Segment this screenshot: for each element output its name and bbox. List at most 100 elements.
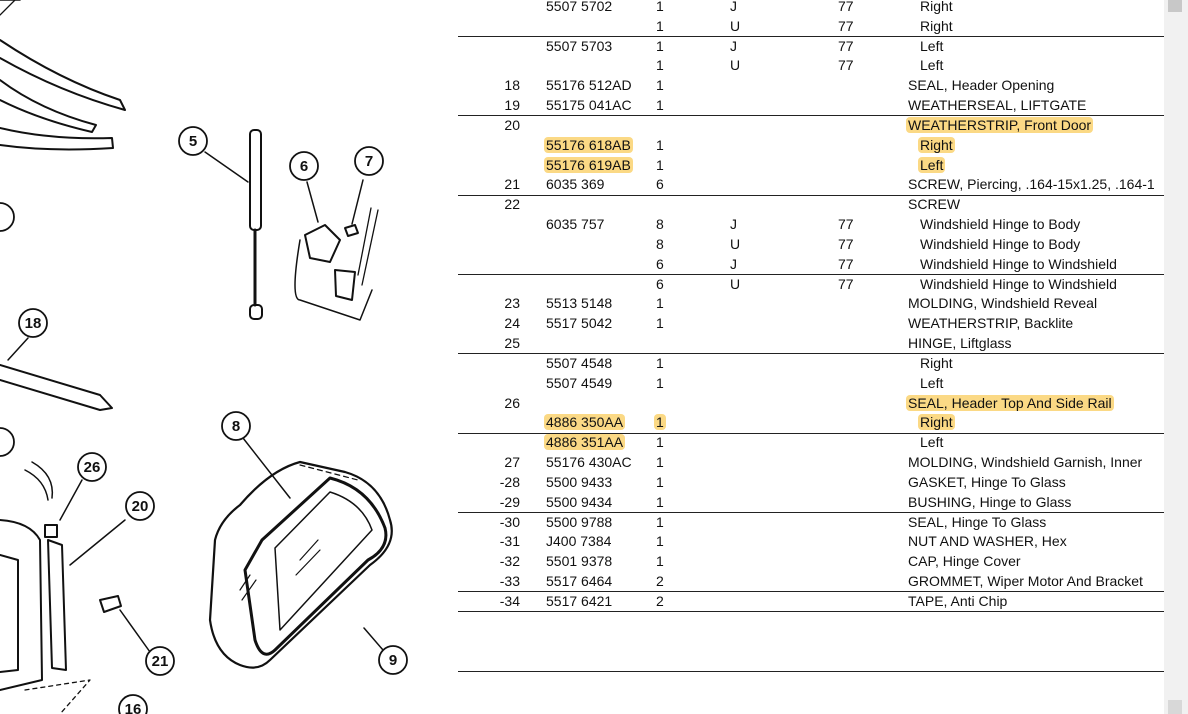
callout-5-label: 5: [189, 133, 197, 150]
callout-20: [125, 491, 155, 521]
part-number-text: 55176 512AD: [546, 77, 632, 94]
item-number-cell: [458, 413, 520, 433]
market-code-cell: U: [730, 235, 740, 255]
market-code-text: J: [730, 37, 737, 54]
quantity-text: 1: [656, 57, 664, 74]
quantity-text: 1: [656, 513, 664, 530]
part-number-text: 5500 9433: [546, 473, 613, 490]
item-number-cell: 24: [458, 314, 520, 334]
liftglass: [208, 437, 393, 669]
quantity-text: 1: [656, 0, 664, 14]
description-text: Windshield Hinge to Body: [920, 235, 1081, 252]
description-text: WEATHERSTRIP, Backlite: [908, 315, 1074, 332]
item-number-cell: [458, 56, 520, 76]
scrollbar-thumb[interactable]: [1168, 0, 1182, 12]
callout-7: [354, 146, 384, 176]
description-cell: SCREW: [908, 195, 960, 215]
item-number-text: 23: [504, 295, 520, 312]
callout-6: [289, 151, 319, 181]
quantity-cell: 6: [656, 275, 664, 295]
description-text: WEATHERSTRIP, Front Door: [906, 116, 1094, 133]
description-text: MOLDING, Windshield Reveal: [908, 295, 1098, 312]
item-number-cell: 22: [458, 195, 520, 215]
quantity-cell: 6: [656, 255, 664, 275]
model-year-cell: 77: [838, 215, 854, 235]
description-text: Right: [920, 354, 953, 371]
part-number-text: 5507 5703: [546, 37, 613, 54]
quantity-text: 2: [656, 592, 664, 609]
windshield-lower-strip: [0, 127, 114, 151]
description-text: GROMMET, Wiper Motor And Bracket: [908, 573, 1143, 590]
item-number-cell: [458, 235, 520, 255]
description-text: SCREW, Piercing, .164-15x1.25, .164-1: [908, 176, 1155, 193]
quantity-cell: 8: [656, 215, 664, 235]
callout-6-label: 6: [300, 158, 308, 175]
callout-26: [77, 452, 107, 482]
item-number-cell: -33: [458, 572, 520, 592]
item-number-text: -28: [499, 473, 520, 490]
description-text: WEATHERSEAL, LIFTGATE: [908, 97, 1087, 114]
vertical-scrollbar[interactable]: [1164, 0, 1188, 714]
part-number-text: 5507 5702: [546, 0, 613, 14]
row-separator: [458, 115, 1164, 117]
quantity-cell: 1: [656, 37, 664, 57]
part-number-cell: 4886 350AA: [544, 413, 626, 433]
scrollbar-down-arrow[interactable]: [1168, 700, 1182, 714]
table-row: 22 SCREW: [458, 195, 1164, 215]
quantity-cell: 1: [656, 76, 664, 96]
table-row: 20 WEATHERSTRIP, Front Door: [458, 116, 1164, 136]
quantity-cell: 1: [656, 354, 664, 374]
item-number-cell: 21: [458, 175, 520, 195]
quantity-text: 1: [656, 434, 664, 451]
callout-7-label: 7: [365, 153, 373, 170]
description-cell: SEAL, Header Opening: [908, 76, 1054, 96]
quantity-text: 1: [656, 493, 664, 510]
item-number-cell: 18: [458, 76, 520, 96]
part-number-cell: 55175 041AC: [546, 96, 632, 116]
callout-8: [221, 411, 251, 441]
quantity-text: 1: [656, 354, 664, 371]
model-year-text: 77: [838, 57, 854, 74]
part-number-cell: 55176 619AB: [544, 156, 633, 176]
model-year-text: 77: [838, 17, 854, 34]
quantity-cell: 1: [656, 0, 664, 17]
description-text: Right: [920, 0, 953, 14]
item-number-cell: 20: [458, 116, 520, 136]
description-text: HINGE, Liftglass: [908, 335, 1012, 352]
callout-21-label: 21: [152, 653, 169, 670]
part-number-text: 55175 041AC: [546, 97, 632, 114]
item-number-text: 22: [504, 196, 520, 213]
description-cell: BUSHING, Hinge to Glass: [908, 493, 1071, 513]
callout-20-label: 20: [132, 498, 149, 515]
quantity-text: 2: [656, 573, 664, 590]
part-number-cell: 55176 512AD: [546, 76, 632, 96]
quantity-text: 8: [656, 235, 664, 252]
part-number-cell: 6035 757: [546, 215, 604, 235]
quantity-cell: 1: [656, 374, 664, 394]
item-number-cell: -34: [458, 592, 520, 612]
item-number-cell: [458, 0, 520, 17]
description-text: Windshield Hinge to Windshield: [920, 275, 1117, 292]
item-number-text: -30: [499, 513, 520, 530]
description-text: MOLDING, Windshield Garnish, Inner: [908, 454, 1143, 471]
market-code-text: U: [730, 275, 741, 292]
description-text: Right: [918, 136, 955, 153]
part-number-text: 5500 9434: [546, 493, 613, 510]
description-cell: MOLDING, Windshield Reveal: [908, 294, 1097, 314]
model-year-cell: 77: [838, 275, 854, 295]
item-number-text: 26: [504, 394, 520, 411]
item-number-cell: 23: [458, 294, 520, 314]
description-text: TAPE, Anti Chip: [908, 592, 1008, 609]
description-text: Left: [918, 156, 946, 173]
quantity-text: 1: [656, 473, 664, 490]
quantity-text: 1: [656, 136, 664, 153]
